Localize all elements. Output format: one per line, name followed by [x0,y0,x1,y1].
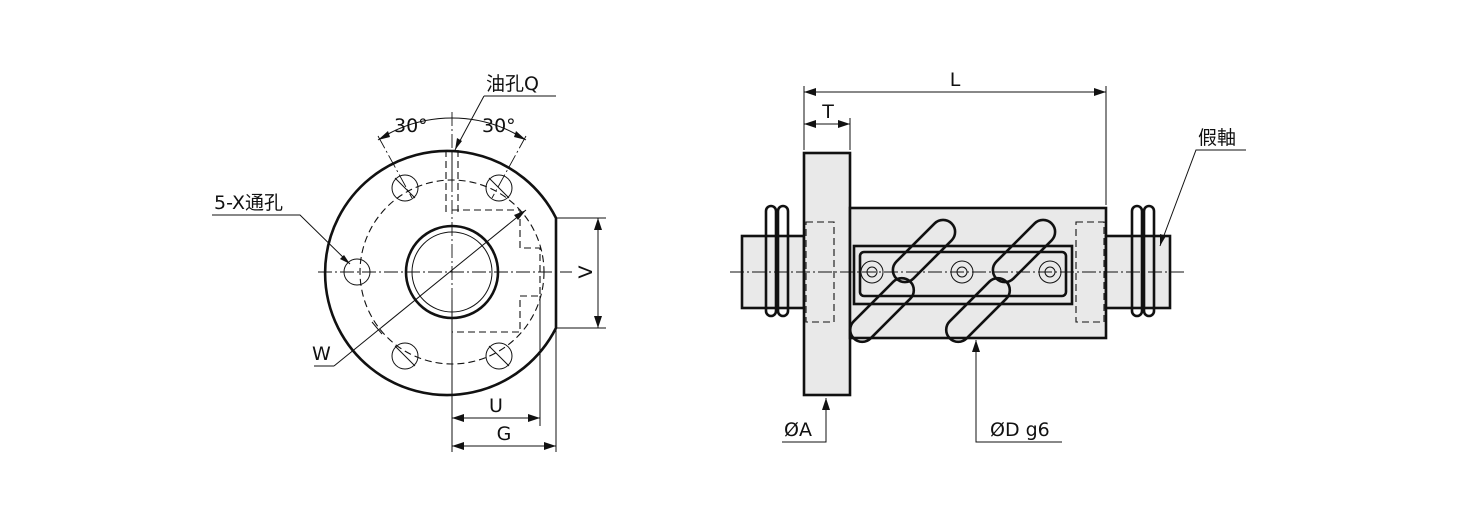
w-dimension-line [333,209,527,367]
angle-label-right: 30° [482,115,516,137]
v-label: V [575,266,597,279]
dummy-shaft-label: 假軸 [1198,127,1236,149]
phi-a-label: ØA [784,419,812,441]
flange-outline [323,149,558,397]
helix-tube [944,276,1012,344]
front-view: 30° 30° 油孔Q 5-X通孔 W V U G [212,73,606,452]
mounting-hole [485,342,513,370]
nut-body [848,206,1108,340]
l-label: L [950,69,961,91]
phi-d-label: ØD g6 [990,419,1050,441]
phi-d-leader [975,340,1062,443]
u-label: U [489,395,503,417]
hole-axis-line [377,135,413,199]
phi-a-leader [782,398,827,443]
wiper-ring-left [764,204,790,318]
angle-label-left: 30° [394,115,428,137]
t-label: T [821,101,834,123]
w-label: W [312,343,331,365]
hole-axis-line [491,135,527,199]
dummy-shaft-left [740,234,806,310]
mounting-hole [485,174,513,202]
mounting-hole [391,342,419,370]
through-holes-label: 5-X通孔 [214,192,283,214]
side-view: L T 假軸 ØA ØD g6 [730,69,1246,443]
dummy-shaft-leader [1159,149,1246,247]
g-label: G [497,423,512,445]
through-holes-leader [212,214,351,265]
retainer-plate [852,244,1074,306]
oil-hole-label: 油孔Q [486,73,539,95]
helix-tube [848,276,916,344]
mounting-hole [391,174,419,202]
flange-body [802,151,852,397]
wiper-ring-right [1130,204,1156,318]
